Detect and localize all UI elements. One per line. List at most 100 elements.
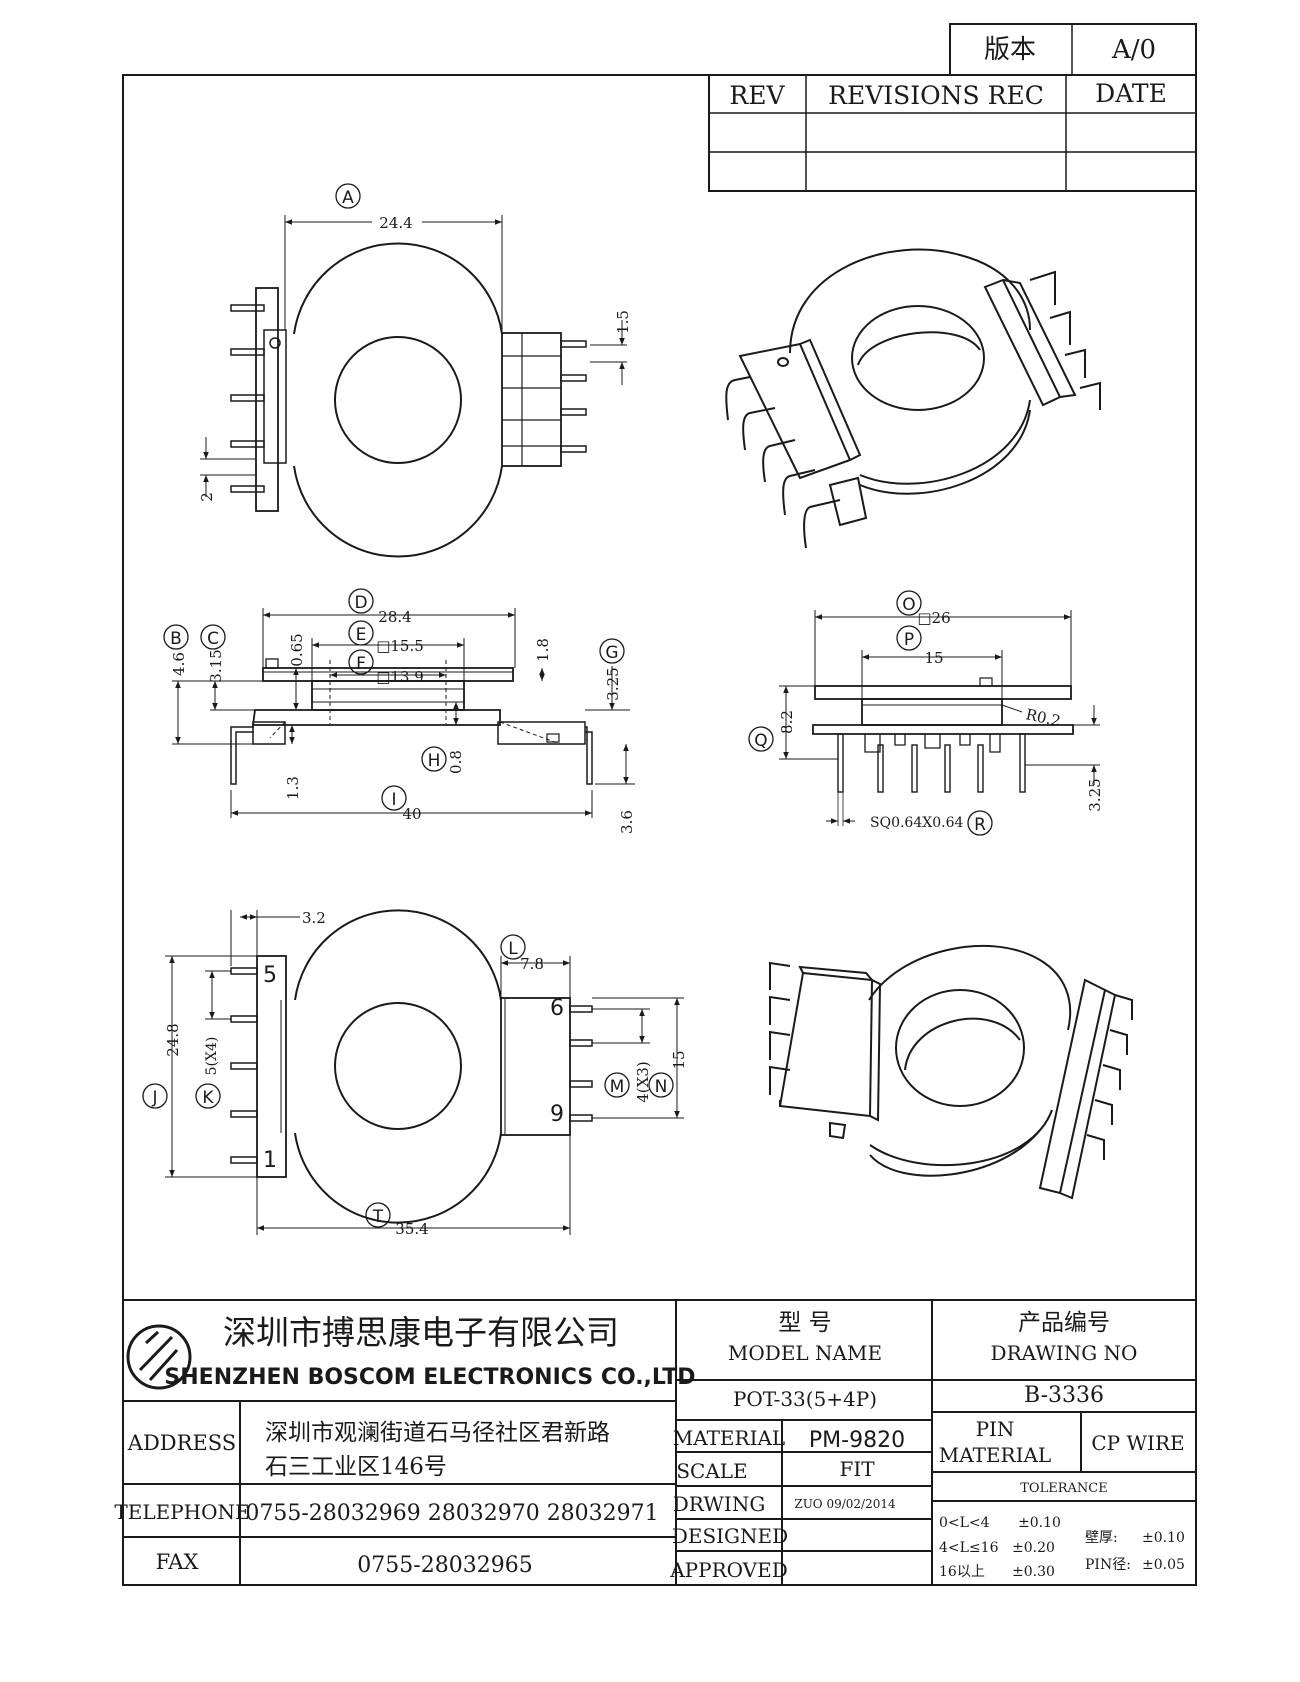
side-view: D 28.4 E □15.5 F □13.9 B C 4.6 3.15 0.65… (163, 588, 636, 834)
dim-d: 28.4 (378, 608, 411, 626)
drawing-label: DRWING (673, 1492, 766, 1516)
pin-dia-value: ±0.05 (1142, 1557, 1185, 1573)
material-value: PM-9820 (809, 1428, 905, 1453)
dim-p: 15 (924, 649, 943, 667)
pin-dia-label: PIN径: (1085, 1557, 1131, 1573)
callout-m: M (610, 1077, 625, 1097)
version-box: 版本 A/0 (949, 23, 1197, 76)
tolerance-range-2: 4<L≤16 (939, 1540, 999, 1556)
front-view: O □26 P 15 Q 8.2 R0.2 3.25 SQ0.64X0.64 R (748, 590, 1104, 836)
dim-t: 35.4 (395, 1220, 428, 1238)
pin-material-value: CP WIRE (1091, 1431, 1184, 1455)
tolerance-value-3: ±0.30 (1012, 1564, 1055, 1580)
callout-d: D (354, 593, 367, 613)
top-view: 24.4 A 1.5 2 (198, 183, 632, 558)
date-header: DATE (1095, 79, 1167, 108)
dim-pin-len: 3.6 (618, 810, 636, 834)
dim-flange: 3.2 (302, 909, 326, 927)
designed-label: DESIGNED (672, 1524, 788, 1548)
telephone-value: 0755-28032969 28032970 28032971 (245, 1501, 658, 1526)
callout-h: H (428, 751, 441, 771)
callout-i: I (391, 790, 396, 810)
dim-h: 0.8 (447, 750, 465, 774)
dim-width: 24.4 (379, 214, 412, 232)
wall-label: 壁厚: (1085, 1530, 1118, 1546)
version-value: A/0 (1111, 35, 1156, 65)
fax-value: 0755-28032965 (357, 1553, 532, 1578)
dim-b: 4.6 (170, 652, 188, 676)
drawing-no-value: B-3336 (1024, 1383, 1104, 1408)
callout-e: E (356, 625, 367, 645)
tolerance-value-1: ±0.10 (1018, 1515, 1061, 1531)
sheet-border (122, 74, 1197, 1586)
revisions-rec-header: REVISIONS REC (828, 81, 1044, 110)
pin-label-6: 6 (550, 996, 564, 1021)
material-label: MATERIAL (673, 1426, 785, 1450)
bottom-view: 5 1 6 9 3.2 L 7.8 J 24.8 K 5(X4) (142, 909, 688, 1238)
dim-c: 3.15 (207, 649, 225, 682)
callout-r: R (974, 815, 986, 835)
tolerance-value-2: ±0.20 (1012, 1540, 1055, 1556)
pin-label-1: 1 (263, 1148, 277, 1173)
dim-pitch-left: 2 (198, 492, 216, 502)
fax-label: FAX (156, 1550, 199, 1574)
drawing-value: ZUO 09/02/2014 (794, 1497, 896, 1511)
model-value: POT-33(5+4P) (733, 1387, 877, 1411)
callout-j: J (151, 1088, 157, 1108)
dim-o: □26 (917, 609, 950, 627)
company-logo (126, 1324, 192, 1390)
address-line-2: 石三工业区146号 (265, 1454, 447, 1480)
scale-label: SCALE (676, 1459, 747, 1483)
dim-radius: R0.2 (1024, 705, 1062, 730)
address-label: ADDRESS (127, 1431, 236, 1455)
dim-k: 5(X4) (204, 1037, 220, 1076)
dim-pin-h: 3.25 (1086, 778, 1104, 811)
callout-b: B (170, 629, 182, 649)
callout-g: G (605, 643, 618, 663)
dim-f: □13.9 (376, 668, 424, 686)
pin-label-9: 9 (550, 1102, 564, 1127)
callout-c: C (207, 629, 219, 649)
dim-i: 40 (402, 805, 421, 823)
isometric-view-1 (725, 248, 1101, 549)
model-label-cn: 型 号 (778, 1310, 831, 1336)
callout-l: L (508, 939, 518, 959)
address-line-1: 深圳市观澜街道石马径社区君新路 (265, 1420, 610, 1446)
left-pins (230, 304, 265, 493)
telephone-label: TELEPHONE (114, 1500, 249, 1524)
callout-a: A (342, 188, 354, 208)
drawing-no-label-en: DRAWING NO (991, 1341, 1138, 1365)
callout-n: N (655, 1077, 668, 1097)
dim-c3: 1.8 (534, 638, 552, 662)
revisions-table: REV REVISIONS REC DATE (708, 74, 1197, 192)
model-label-en: MODEL NAME (728, 1341, 882, 1365)
tolerance-range-3: 16以上 (939, 1564, 985, 1580)
dim-pin-size: SQ0.64X0.64 (870, 815, 963, 831)
dim-j: 24.8 (164, 1023, 182, 1056)
pin-label-5: 5 (263, 963, 277, 988)
dim-g: 3.25 (604, 667, 622, 700)
pin-material-label-2: MATERIAL (939, 1443, 1051, 1467)
callout-k: K (202, 1088, 214, 1108)
pin-material-label-1: PIN (976, 1417, 1015, 1441)
dim-c2: 0.65 (288, 633, 306, 666)
drawing-no-label-cn: 产品编号 (1018, 1310, 1110, 1336)
callout-p: P (904, 630, 914, 650)
callout-o: O (902, 595, 915, 615)
company-name-cn: 深圳市搏思康电子有限公司 (223, 1313, 619, 1352)
rev-header: REV (729, 81, 785, 110)
callout-q: Q (754, 731, 767, 751)
callout-f: F (356, 654, 366, 674)
callout-t: T (372, 1207, 384, 1227)
company-name-en: SHENZHEN BOSCOM ELECTRONICS CO.,LTD (164, 1365, 695, 1390)
dim-e: □15.5 (376, 637, 424, 655)
isometric-view-2 (769, 944, 1133, 1200)
wall-value: ±0.10 (1142, 1530, 1185, 1546)
title-block: 深圳市搏思康电子有限公司 SHENZHEN BOSCOM ELECTRONICS… (114, 1299, 1196, 1585)
dim-n: 15 (670, 1050, 688, 1069)
scale-value: FIT (839, 1457, 875, 1481)
tolerance-range-1: 0<L<4 (939, 1515, 990, 1531)
dim-pitch-right: 1.5 (614, 310, 632, 334)
dim-c4: 1.3 (284, 776, 302, 800)
